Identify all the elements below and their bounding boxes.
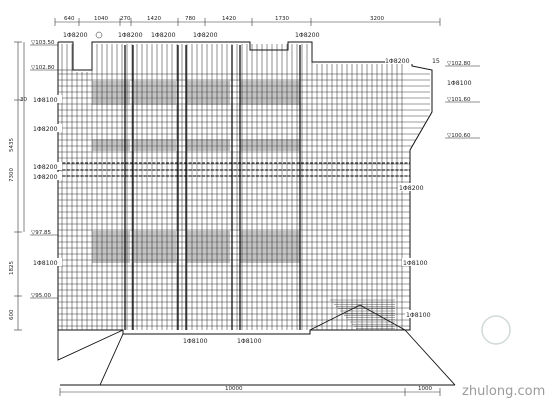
beam-lines <box>58 162 410 177</box>
rebar-label-left-3: 1Φ8200 <box>33 164 58 171</box>
rebar-label-right-mid: 1Φ8200 <box>399 185 424 192</box>
left-dim-3: 1825 <box>9 261 15 275</box>
left-side-mark: 30 <box>20 97 27 103</box>
elevation-markers <box>30 44 480 299</box>
rebar-label-top-3: 1Φ8200 <box>151 32 176 39</box>
top-dim-6: 1420 <box>222 16 236 22</box>
top-dim-4: 1420 <box>147 16 161 22</box>
top-dim-8: 3200 <box>370 16 384 22</box>
top-dimension-chain <box>54 18 441 26</box>
bottom-dimension-chain <box>59 388 441 396</box>
rebar-label-top-5: 1Φ8200 <box>295 32 320 39</box>
elevation-103-50: ▽103.50 <box>31 40 55 46</box>
rebar-label-right-low: 1Φ8100 <box>403 260 428 267</box>
watermark: zhulong.com <box>462 315 545 399</box>
elevation-102-80-right: ▽102.80 <box>447 61 471 67</box>
left-dim-1: 5435 <box>9 138 15 152</box>
rebar-label-right-upper-2: 1Φ8100 <box>447 80 472 87</box>
top-dim-1: 640 <box>64 16 75 22</box>
top-dim-3: 270 <box>120 16 131 22</box>
stirrup-band-group <box>92 81 300 263</box>
horizontal-rebar-group <box>58 73 430 327</box>
rebar-label-left-2: 1Φ8200 <box>33 126 58 133</box>
elevation-102-80-left: ▽102.80 <box>31 65 55 71</box>
rebar-label-bottom-1: 1Φ8100 <box>183 338 208 345</box>
column-bars <box>124 45 301 330</box>
rebar-label-left-1: 1Φ8100 <box>33 97 58 104</box>
rebar-label-left-5: 1Φ8100 <box>33 260 58 267</box>
top-dim-5: 780 <box>185 16 196 22</box>
rebar-label-left-4: 1Φ8200 <box>33 174 58 181</box>
rebar-label-right-bottom: 1Φ8100 <box>406 312 431 319</box>
slope-hatching <box>330 299 395 329</box>
vertical-rebar-group <box>61 44 403 330</box>
top-dim-2: 1040 <box>94 16 108 22</box>
elevation-95-00: ▽95.00 <box>31 293 51 299</box>
rebar-label-top-1: 1Φ8200 <box>63 32 88 39</box>
bottom-dim-2: 1000 <box>418 386 432 392</box>
callout-bubble <box>95 31 103 39</box>
bottom-dim-1: 10000 <box>225 386 243 392</box>
left-dimension-chain <box>14 41 25 331</box>
watermark-logo-icon <box>481 315 511 345</box>
elevation-100-60: ▽100.60 <box>447 133 471 139</box>
rebar-label-top-4: 1Φ8200 <box>193 32 218 39</box>
rebar-label-top-2: 1Φ8200 <box>118 32 143 39</box>
left-dim-2: 7300 <box>9 168 15 182</box>
elevation-97-85: ▽97.85 <box>31 230 51 236</box>
left-dim-4: 600 <box>9 309 15 320</box>
rebar-label-right-upper-1: 1Φ8200 <box>385 58 410 65</box>
rebar-label-bottom-2: 1Φ8100 <box>237 338 262 345</box>
rebar-label-right-small: 15 <box>432 58 440 65</box>
elevation-101-60: ▽101.60 <box>447 97 471 103</box>
watermark-text: zhulong.com <box>462 384 545 399</box>
rebar-callouts: 1Φ8200 1Φ8200 1Φ8200 1Φ8200 1Φ8200 1Φ820… <box>32 30 475 345</box>
top-dim-7: 1730 <box>275 16 289 22</box>
foundation-slope <box>57 304 456 386</box>
